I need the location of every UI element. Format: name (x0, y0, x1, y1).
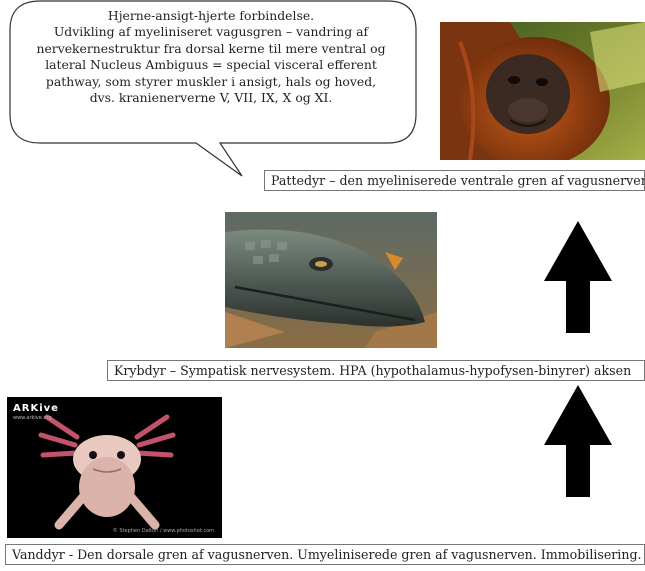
bubble-line-5: pathway, som styrer muskler i ansigt, ha… (24, 74, 398, 90)
bubble-line-1: Hjerne-ansigt-hjerte forbindelse. (24, 8, 398, 24)
amphibian-caption: Vanddyr - Den dorsale gren af vagusnerve… (5, 544, 645, 565)
bubble-line-4: lateral Nucleus Ambiguus = special visce… (24, 57, 398, 73)
axolotl-photo: ARKive www.arkive.org © Stephen Dalton /… (7, 397, 222, 538)
speech-bubble: Hjerne-ansigt-hjerte forbindelse. Udvikl… (6, 0, 422, 186)
up-arrow-lower (544, 385, 612, 497)
arkive-site: www.arkive.org (13, 415, 52, 421)
up-arrow-upper (544, 221, 612, 333)
reptile-caption: Krybdyr – Sympatisk nervesystem. HPA (hy… (107, 360, 645, 381)
bubble-text: Hjerne-ansigt-hjerte forbindelse. Udvikl… (24, 8, 398, 106)
bubble-line-2: Udvikling af myeliniseret vagusgren – va… (24, 24, 398, 40)
bubble-line-6: dvs. kranienerverne V, VII, IX, X og XI. (24, 90, 398, 106)
orangutan-photo (440, 22, 645, 160)
photo-credit: © Stephen Dalton / www.photoshot.com (113, 528, 214, 534)
arkive-logo: ARKive (13, 403, 59, 414)
bubble-line-3: nervekernestruktur fra dorsal kerne til … (24, 41, 398, 57)
mammal-caption: Pattedyr – den myeliniserede ventrale gr… (264, 170, 645, 191)
alligator-photo (225, 212, 437, 348)
